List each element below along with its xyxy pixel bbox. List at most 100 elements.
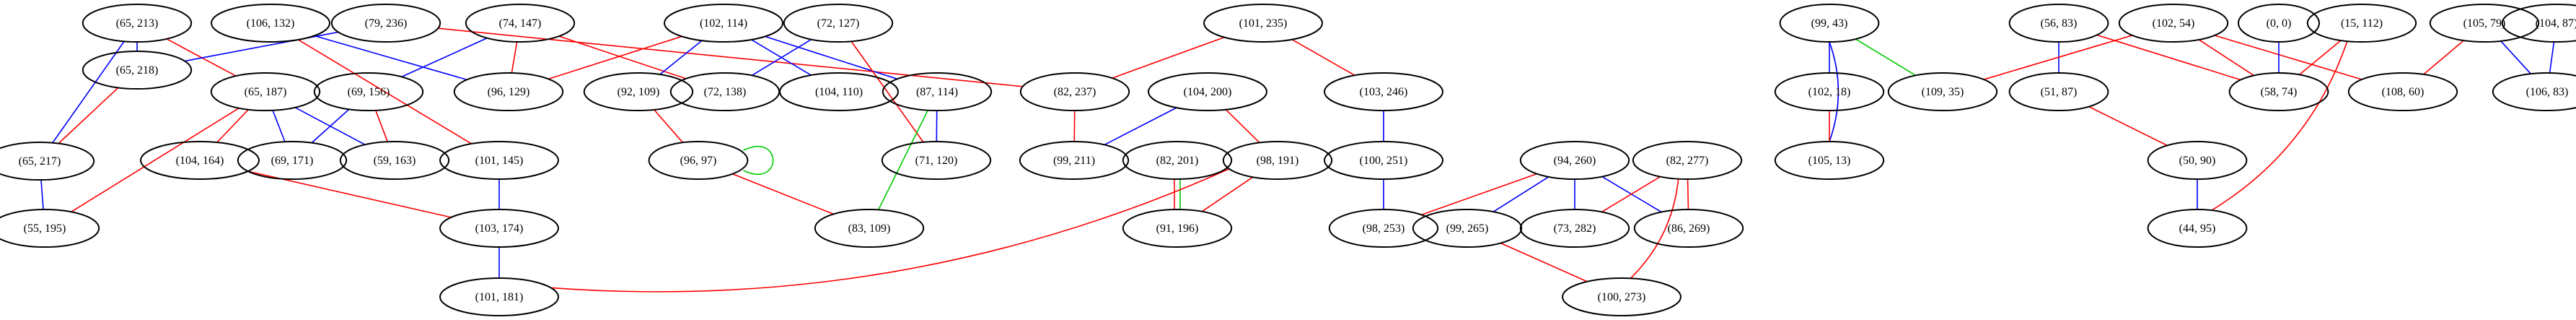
node-label: (15, 112) — [2341, 17, 2383, 30]
node-label: (0, 0) — [2267, 17, 2292, 30]
node-ellipse — [1562, 277, 1682, 316]
graph-node: (58, 74) — [2228, 72, 2329, 111]
graph-node: (92, 109) — [583, 72, 694, 111]
node-label: (96, 97) — [680, 155, 717, 167]
graph-node: (99, 43) — [1779, 4, 1880, 43]
node-ellipse — [814, 209, 925, 248]
graph-node: (99, 265) — [1412, 209, 1523, 248]
node-label: (100, 273) — [1598, 291, 1646, 303]
node-ellipse — [2008, 72, 2109, 111]
graph-edge — [659, 40, 703, 75]
node-label: (104, 164) — [176, 155, 224, 167]
graph-node: (102, 54) — [2118, 4, 2229, 43]
node-label: (106, 83) — [2526, 86, 2569, 98]
node-ellipse — [2008, 4, 2109, 43]
node-ellipse — [439, 277, 559, 316]
node-ellipse — [339, 141, 450, 180]
node-ellipse — [2429, 4, 2540, 43]
node-ellipse — [465, 4, 576, 43]
node-ellipse — [2492, 72, 2576, 111]
graph-node: (87, 114) — [882, 72, 993, 111]
node-label: (101, 235) — [1239, 17, 1288, 30]
node-label: (86, 269) — [1668, 222, 1710, 235]
graph-node: (96, 129) — [453, 72, 564, 111]
node-ellipse — [664, 4, 783, 43]
graph-node: (44, 95) — [2147, 209, 2248, 248]
node-label: (101, 145) — [475, 155, 524, 167]
graph-edge — [2549, 41, 2555, 74]
node-ellipse — [0, 209, 100, 248]
node-label: (72, 127) — [817, 17, 860, 30]
graph-node: (100, 251) — [1324, 141, 1443, 180]
node-label: (104, 200) — [1184, 86, 1232, 98]
node-ellipse — [210, 72, 321, 111]
node-label: (94, 260) — [1554, 155, 1596, 167]
node-ellipse — [1774, 141, 1885, 180]
node-label: (65, 213) — [116, 17, 159, 30]
node-ellipse — [1222, 141, 1333, 180]
graph-node: (50, 90) — [2147, 141, 2248, 180]
graph-node: (104, 110) — [779, 72, 899, 111]
node-label: (83, 109) — [848, 222, 891, 235]
graph-node: (106, 83) — [2492, 72, 2576, 111]
node-label: (73, 282) — [1554, 222, 1596, 235]
node-ellipse — [82, 4, 193, 43]
node-ellipse — [1519, 141, 1630, 180]
graph-edge — [765, 35, 898, 80]
graph-edge — [732, 173, 834, 215]
node-label: (105, 79) — [2463, 17, 2506, 30]
node-ellipse — [2501, 4, 2576, 43]
node-ellipse — [783, 4, 894, 43]
graph-node: (69, 156) — [313, 72, 424, 111]
graph-edge — [878, 110, 928, 210]
node-label: (65, 217) — [19, 155, 61, 168]
graph-edge — [2198, 39, 2254, 77]
graph-node: (51, 87) — [2008, 72, 2109, 111]
graph-node: (98, 191) — [1222, 141, 1333, 180]
graph-edge — [1983, 35, 2133, 80]
node-label: (79, 236) — [365, 17, 408, 30]
graph-node: (104, 87) — [2501, 4, 2576, 43]
graph-edge — [1201, 176, 1254, 212]
graph-node: (100, 273) — [1562, 277, 1682, 316]
node-label: (102, 114) — [700, 17, 747, 30]
node-label: (105, 13) — [1808, 155, 1851, 167]
node-label: (100, 251) — [1360, 155, 1408, 167]
node-label: (98, 191) — [1257, 155, 1299, 167]
graph-edge — [743, 145, 774, 176]
graph-edge — [297, 39, 472, 144]
node-ellipse — [2147, 141, 2248, 180]
node-ellipse — [313, 72, 424, 111]
node-ellipse — [82, 51, 193, 90]
node-label: (51, 87) — [2041, 86, 2078, 98]
node-label: (69, 156) — [348, 86, 390, 98]
graph-edge — [40, 179, 44, 210]
graph-node: (65, 213) — [82, 4, 193, 43]
graph-edge — [2500, 40, 2531, 74]
graph-node: (72, 138) — [669, 72, 781, 111]
node-label: (82, 201) — [1156, 155, 1199, 167]
graph-node: (101, 181) — [439, 277, 559, 316]
graph-edge — [216, 109, 249, 143]
graph-node: (105, 13) — [1774, 141, 1885, 180]
node-label: (91, 196) — [1156, 222, 1199, 235]
graph-node: (82, 237) — [1019, 72, 1130, 111]
node-ellipse — [439, 141, 559, 180]
node-label: (106, 132) — [247, 17, 295, 30]
graph-edge — [850, 40, 924, 143]
graph-edge — [1291, 39, 1355, 76]
graph-edge — [1493, 176, 1549, 212]
node-ellipse — [439, 209, 559, 248]
graph-node: (101, 235) — [1203, 4, 1323, 43]
graph-edge — [71, 108, 239, 212]
node-label: (99, 265) — [1446, 222, 1489, 235]
graph-node: (86, 269) — [1633, 209, 1744, 248]
node-ellipse — [2118, 4, 2229, 43]
graph-edge — [1855, 38, 1917, 77]
graph-node: (106, 132) — [211, 4, 330, 43]
node-label: (103, 174) — [475, 222, 524, 235]
node-label: (98, 253) — [1363, 222, 1405, 235]
node-ellipse — [2306, 4, 2417, 43]
node-ellipse — [1633, 209, 1744, 248]
